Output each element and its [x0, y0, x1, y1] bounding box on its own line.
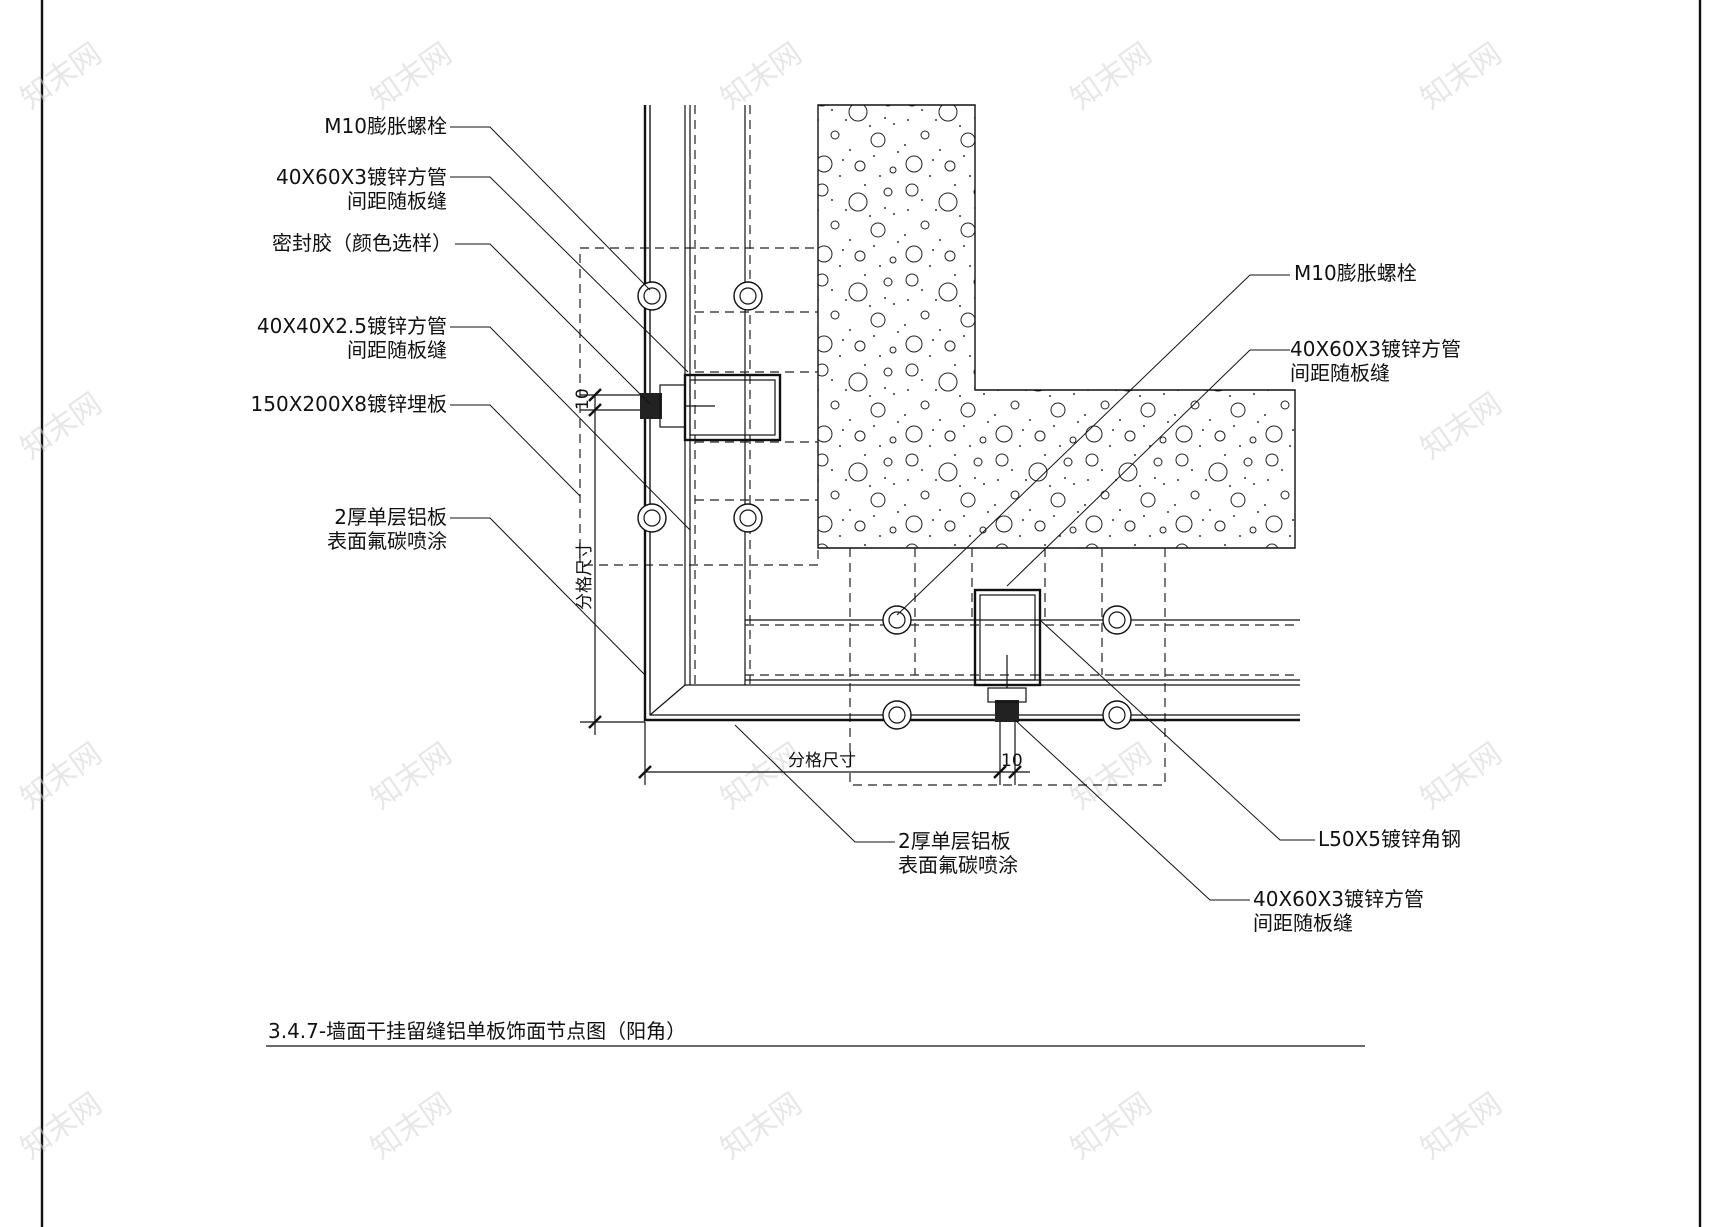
dim-vertical-label: 分格尺寸	[575, 542, 595, 610]
svg-text:知末网: 知末网	[715, 36, 809, 116]
label-m10-bolt-right: M10膨胀螺栓	[1294, 261, 1417, 285]
svg-text:知末网: 知末网	[1065, 1086, 1159, 1166]
label-sealant: 密封胶（颜色选样）	[272, 231, 452, 255]
label-m10-bolt-left: M10膨胀螺栓	[324, 114, 447, 138]
label-tube-40x40-1: 40X40X2.5镀锌方管	[257, 314, 447, 338]
svg-text:知末网: 知末网	[1415, 36, 1509, 116]
dimension-vertical	[580, 388, 645, 735]
dimension-horizontal	[638, 722, 1030, 785]
gap-10-bottom: 10	[1001, 751, 1023, 771]
bottom-framing	[685, 548, 1300, 686]
panel-corner-miter	[649, 684, 686, 716]
label-tube-40x60-bottom-2: 间距随板缝	[1253, 911, 1353, 935]
svg-text:知末网: 知末网	[15, 36, 109, 116]
svg-text:知末网: 知末网	[715, 736, 809, 816]
drawing-caption: 3.4.7-墙面干挂留缝铝单板饰面节点图（阳角）	[268, 1019, 686, 1043]
tube-40x60-left	[683, 373, 782, 442]
bottom-leaders	[734, 619, 1315, 901]
embed-plate-left-outline	[579, 247, 819, 566]
svg-text:知末网: 知末网	[365, 1086, 459, 1166]
svg-text:知末网: 知末网	[1065, 736, 1159, 816]
label-tube-40x60-left-1: 40X60X3镀锌方管	[276, 165, 447, 189]
left-leaders	[450, 126, 691, 676]
label-panel-bottom-2: 表面氟碳喷涂	[898, 853, 1018, 877]
right-leaders	[896, 274, 1290, 616]
dim-horizontal-label: 分格尺寸	[788, 751, 856, 771]
label-tube-40x40-2: 间距随板缝	[347, 338, 447, 362]
label-embed-plate: 150X200X8镀锌埋板	[251, 392, 447, 416]
svg-text:知末网: 知末网	[365, 36, 459, 116]
aluminium-panel-corner	[643, 105, 1300, 722]
svg-text:知末网: 知末网	[1065, 36, 1159, 116]
embed-plate-bottom-outline	[849, 547, 1166, 786]
svg-text:知末网: 知末网	[15, 386, 109, 466]
svg-text:知末网: 知末网	[1415, 736, 1509, 816]
gap-10-left: 10	[573, 388, 593, 410]
label-angle-steel: L50X5镀锌角钢	[1318, 827, 1461, 851]
label-tube-40x60-left-2: 间距随板缝	[347, 189, 447, 213]
sealant-joint-bottom	[995, 700, 1019, 722]
watermark-group: 知末网 知末网 知末网 知末网 知末网 知末网 知末网 知末网 知末网 知末网 …	[15, 36, 1509, 1166]
label-tube-40x60-right-2: 间距随板缝	[1290, 361, 1390, 385]
svg-text:知末网: 知末网	[15, 1086, 109, 1166]
left-framing	[644, 105, 818, 710]
label-tube-40x60-right-1: 40X60X3镀锌方管	[1290, 337, 1461, 361]
anchor-bolts	[637, 281, 1132, 730]
svg-text:知末网: 知末网	[1415, 386, 1509, 466]
label-panel-left-2: 表面氟碳喷涂	[327, 529, 447, 553]
svg-text:知末网: 知末网	[1415, 1086, 1509, 1166]
svg-text:知末网: 知末网	[365, 736, 459, 816]
label-panel-left-1: 2厚单层铝板	[334, 505, 447, 529]
svg-text:知末网: 知末网	[15, 736, 109, 816]
svg-text:知末网: 知末网	[715, 1086, 809, 1166]
label-panel-bottom-1: 2厚单层铝板	[898, 829, 1011, 853]
label-tube-40x60-bottom-1: 40X60X3镀锌方管	[1253, 887, 1424, 911]
concrete-wall	[817, 104, 1296, 549]
